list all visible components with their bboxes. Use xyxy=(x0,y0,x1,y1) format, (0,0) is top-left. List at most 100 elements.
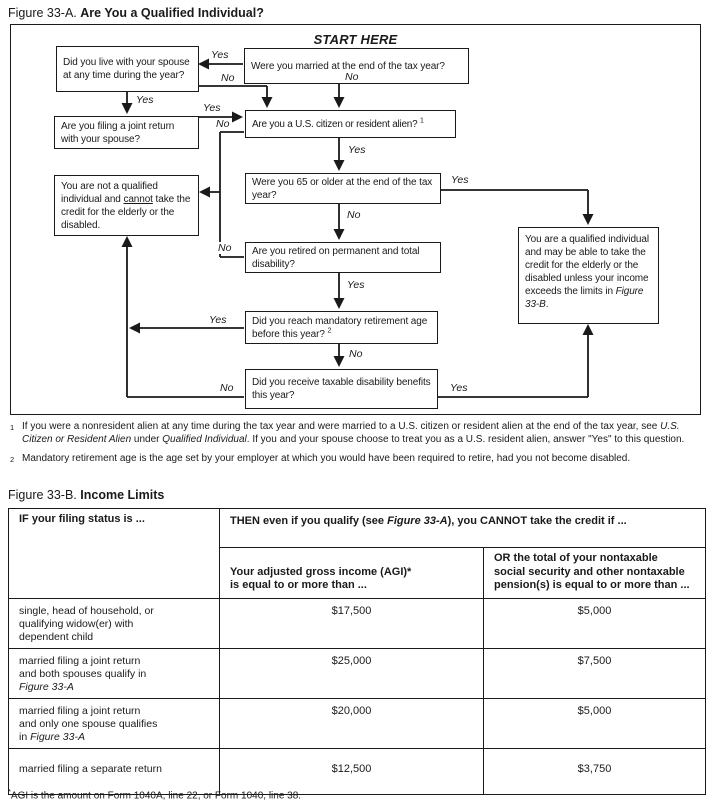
footnote-ref-1: 1 xyxy=(419,117,424,125)
start-here-label: START HERE xyxy=(313,32,398,47)
table-row-joint-both: married filing a joint return and both s… xyxy=(8,647,706,699)
flowchart-box-mandatory-retirement: Did you reach mandatory retirement age b… xyxy=(245,311,438,344)
footnote-1-pre: If you were a nonresident alien at any t… xyxy=(22,421,661,432)
then-pre: THEN even if you qualify (see xyxy=(230,515,388,527)
column-header-pension: OR the total of your nontaxable social s… xyxy=(483,547,706,599)
figure-a-title-text: Are You a Qualified Individual? xyxy=(80,6,264,20)
figure-a-title-prefix: Figure 33-A. xyxy=(8,6,77,20)
flowchart-box-not-qualified: You are not a qualified individual and c… xyxy=(54,175,199,236)
box-text: You are not a qualified individual and c… xyxy=(61,180,192,232)
then-post: ), you CANNOT take the credit if ... xyxy=(447,515,627,527)
agi-limit-cell: $17,500 xyxy=(219,597,484,649)
footnote-1-post: . If you and your spouse choose to treat… xyxy=(246,433,685,445)
footnote-2: 2 Mandatory retirement age is the age se… xyxy=(10,453,704,467)
footnote-ref-2: 2 xyxy=(327,327,332,335)
pension-limit-cell: $7,500 xyxy=(483,647,706,699)
column-header-agi: Your adjusted gross income (AGI)* is equ… xyxy=(219,547,484,599)
qualified-figure-ref: Figure 33-B xyxy=(525,286,644,310)
table-row-joint-one: married filing a joint return and only o… xyxy=(8,697,706,749)
edge-label-retired-yes: Yes xyxy=(345,279,367,291)
agi-limit-cell: $12,500 xyxy=(219,747,484,795)
filing-status-cell: married filing a joint return and only o… xyxy=(8,697,220,749)
edge-label-spouse-yes: Yes xyxy=(134,94,156,106)
footnote-1-italic-1: U.S. Citizen or Resident Alien xyxy=(22,421,680,445)
figure-a-title: Figure 33-A. Are You a Qualified Individ… xyxy=(8,6,264,20)
edge-label-citizen-no: No xyxy=(214,118,232,130)
or-header-line-1: OR the total of your nontaxable xyxy=(494,552,658,564)
box-text: Did you live with your spouse at any tim… xyxy=(63,57,190,81)
flowchart-box-age-65: Were you 65 or older at the end of the t… xyxy=(245,173,441,204)
footnote-1-mid: under xyxy=(131,433,163,445)
agi-limit-cell: $25,000 xyxy=(219,647,484,699)
box-text: You are a qualified individual and may b… xyxy=(525,233,652,311)
status-line: married filing a separate return xyxy=(19,762,162,775)
box-text: Were you 65 or older at the end of the t… xyxy=(252,176,433,201)
qualified-post: . xyxy=(545,299,549,310)
edge-label-age65-yes: Yes xyxy=(449,174,471,186)
box-text: Were you married at the end of the tax y… xyxy=(251,60,445,72)
filing-status-cell: married filing a separate return xyxy=(8,747,220,795)
box-text: Are you filing a joint return with your … xyxy=(61,120,175,145)
edge-label-citizen-yes: Yes xyxy=(346,144,368,156)
status-line: married filing a joint return xyxy=(19,704,141,717)
or-header-line-3: pension(s) is equal to or more than ... xyxy=(494,579,690,591)
not-qualified-pre: You are not a qualified individual and xyxy=(61,180,158,205)
figure-b-title: Figure 33-B. Income Limits xyxy=(8,488,164,502)
footnote-1-marker: 1 xyxy=(10,423,15,432)
status-line: married filing a joint return xyxy=(19,654,141,667)
figure-b-title-prefix: Figure 33-B. xyxy=(8,488,77,502)
footnote-1-italic-2: Qualified Individual xyxy=(162,433,247,445)
then-header-text: THEN even if you qualify (see Figure 33-… xyxy=(230,514,638,529)
status-line: dependent child xyxy=(19,630,94,643)
edge-label-retired-no: No xyxy=(216,242,234,254)
edge-label-age65-no: No xyxy=(345,209,363,221)
box-text: Did you receive taxable disability benef… xyxy=(252,377,431,401)
pension-limit-cell: $5,000 xyxy=(483,697,706,749)
then-figure-ref: Figure 33-A xyxy=(387,515,448,527)
agi-footnote-text: AGI is the amount on Form 1040A, line 22… xyxy=(10,790,302,802)
edge-label-spouse-no: No xyxy=(219,72,237,84)
edge-label-married-no: No xyxy=(343,71,361,83)
column-header-then: THEN even if you qualify (see Figure 33-… xyxy=(219,508,706,548)
qualified-pre: You are a qualified individual and may b… xyxy=(525,234,649,297)
not-qualified-underlined: cannot xyxy=(123,193,153,205)
filing-status-cell: single, head of household, or qualifying… xyxy=(8,597,220,649)
agi-limit-cell: $20,000 xyxy=(219,697,484,749)
filing-status-cell: married filing a joint return and both s… xyxy=(8,647,220,699)
footnote-2-text: Mandatory retirement age is the age set … xyxy=(22,453,631,464)
flowchart-box-qualified: You are a qualified individual and may b… xyxy=(518,227,659,324)
edge-label-joint-yes: Yes xyxy=(201,102,223,114)
flowchart-box-us-citizen: Are you a U.S. citizen or resident alien… xyxy=(245,110,456,138)
box-text-main: Are you a U.S. citizen or resident alien… xyxy=(252,118,418,130)
flowchart-box-retired-disability: Are you retired on permanent and total d… xyxy=(245,242,441,273)
box-text-main: Did you reach mandatory retirement age b… xyxy=(252,315,428,340)
table-header-row-1: IF your filing status is ... THEN even i… xyxy=(8,508,706,599)
status-line: in Figure 33-A xyxy=(19,731,209,744)
status-figure-ref: Figure 33-A xyxy=(30,730,85,743)
table-header-row-2: Your adjusted gross income (AGI)* is equ… xyxy=(9,547,706,599)
status-line: qualifying widow(er) with xyxy=(19,617,134,630)
status-figure-ref: Figure 33-A xyxy=(19,680,74,693)
figure-b-title-text: Income Limits xyxy=(80,488,165,502)
agi-footnote-marker: * xyxy=(8,787,11,796)
footnote-1: 1 If you were a nonresident alien at any… xyxy=(10,421,704,446)
status-line: and only one spouse qualifies xyxy=(19,717,158,730)
footnote-2-marker: 2 xyxy=(10,455,15,464)
or-header-line-2: social security and other nontaxable xyxy=(494,565,685,578)
box-text: Are you retired on permanent and total d… xyxy=(252,245,420,270)
footnote-1-text: If you were a nonresident alien at any t… xyxy=(22,421,704,446)
income-limits-table: IF your filing status is ... THEN even i… xyxy=(8,508,706,795)
edge-label-taxable-yes: Yes xyxy=(448,382,470,394)
table-row-single: single, head of household, or qualifying… xyxy=(8,597,706,649)
pension-limit-cell: $3,750 xyxy=(483,747,706,795)
edge-label-mandatory-no: No xyxy=(347,348,365,360)
flowchart-box-taxable-benefits: Did you receive taxable disability benef… xyxy=(245,369,438,409)
status-line: and both spouses qualify in xyxy=(19,667,147,680)
box-text: Are you a U.S. citizen or resident alien… xyxy=(252,117,424,131)
column-header-filing-status: IF your filing status is ... xyxy=(8,508,220,599)
flowchart-box-live-with-spouse: Did you live with your spouse at any tim… xyxy=(56,46,199,92)
edge-label-taxable-no: No xyxy=(218,382,236,394)
flowchart-box-married: Were you married at the end of the tax y… xyxy=(244,48,469,84)
flowchart-box-joint-return: Are you filing a joint return with your … xyxy=(54,116,199,149)
